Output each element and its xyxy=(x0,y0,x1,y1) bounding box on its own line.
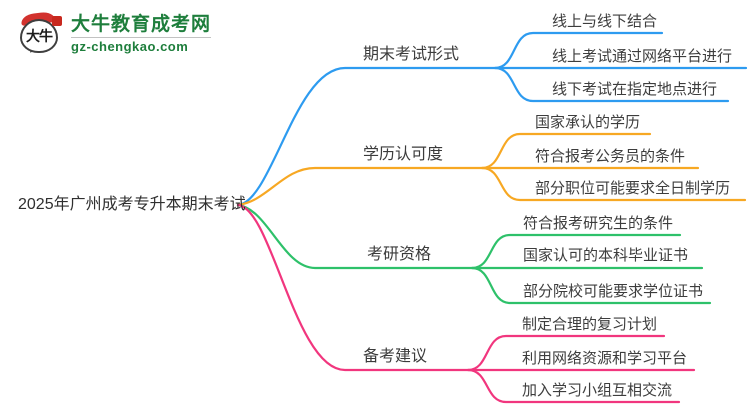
branch-3-label: 考研资格 xyxy=(367,246,432,263)
branch-4-child-3: 加入学习小组互相交流 xyxy=(522,382,673,399)
branch-2-child-3-line xyxy=(480,166,747,202)
branch-4-child-1: 制定合理的复习计划 xyxy=(522,316,658,333)
branch-3-child-1-line xyxy=(470,233,682,270)
branch-4-child-1-line xyxy=(466,334,666,372)
site-logo: 大牛 大牛教育成考网 gz-chengkao.com xyxy=(18,10,212,60)
logo-bubble-icon: 大牛 xyxy=(18,10,62,60)
branch-1-child-2: 线上考试通过网络平台进行 xyxy=(552,48,733,65)
logo-title: 大牛教育成考网 xyxy=(71,13,212,35)
branch-1-child-1-line xyxy=(493,31,664,70)
branch-4-main-line xyxy=(236,203,696,372)
branch-1-main-line xyxy=(236,66,748,207)
branch-3-main-line xyxy=(236,203,704,270)
logo-seal-icon xyxy=(52,16,62,26)
root-node-label: 2025年广州成考专升本期末考试 xyxy=(18,196,246,213)
branch-3-child-3: 部分院校可能要求学位证书 xyxy=(523,283,704,300)
branch-2-child-3: 部分职位可能要求全日制学历 xyxy=(535,180,731,197)
branch-4-child-2: 利用网络资源和学习平台 xyxy=(522,350,688,367)
branch-4-label: 备考建议 xyxy=(363,348,428,365)
branch-2-child-1-line xyxy=(480,132,652,170)
branch-1-label: 期末考试形式 xyxy=(363,46,460,63)
branch-3-child-3-line xyxy=(470,266,712,305)
branch-3-child-2: 国家认可的本科毕业证书 xyxy=(523,247,689,264)
branch-1-child-1: 线上与线下结合 xyxy=(552,13,658,30)
branch-1-child-3-line xyxy=(493,66,730,103)
logo-domain: gz-chengkao.com xyxy=(71,36,212,55)
branch-3-child-1: 符合报考研究生的条件 xyxy=(523,215,674,232)
branch-1-child-3: 线下考试在指定地点进行 xyxy=(552,81,718,98)
branch-2-label: 学历认可度 xyxy=(363,146,444,163)
logo-mark: 大牛 xyxy=(20,19,58,53)
branch-2-main-line xyxy=(236,166,700,207)
branch-2-child-1: 国家承认的学历 xyxy=(535,114,641,131)
branch-2-child-2: 符合报考公务员的条件 xyxy=(535,148,686,165)
logo-text: 大牛教育成考网 gz-chengkao.com xyxy=(71,13,212,55)
branch-4-child-3-line xyxy=(466,368,681,404)
